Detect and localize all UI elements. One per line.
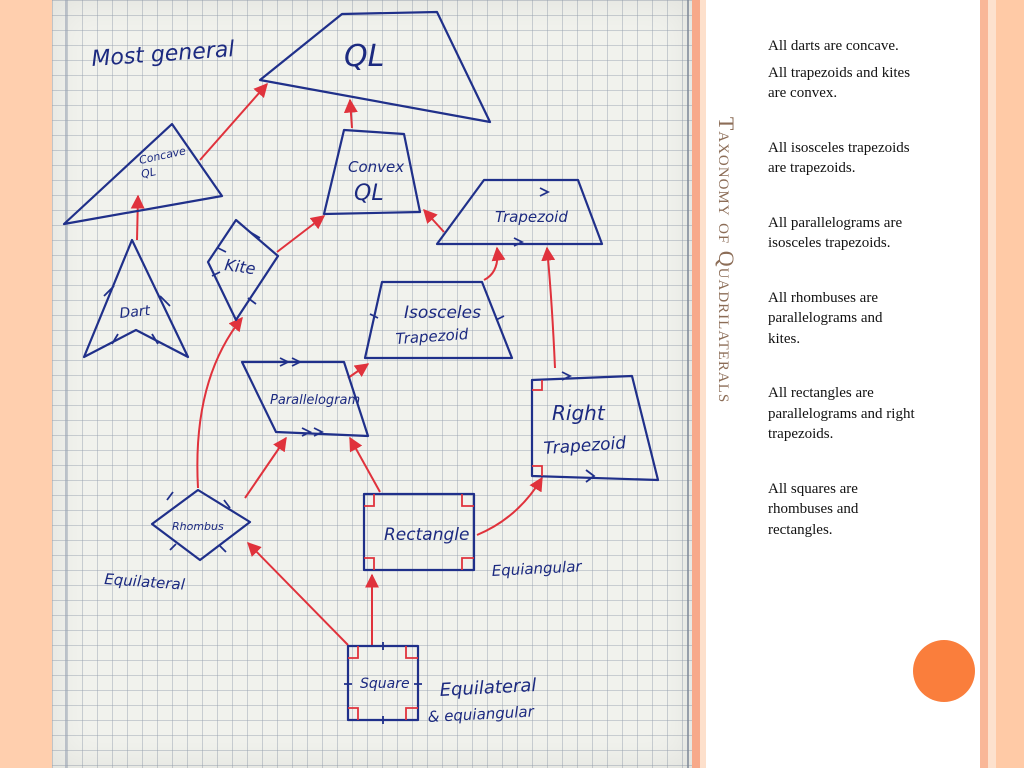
arrow-rectangle-to-parallelogram — [349, 436, 381, 493]
ql-shape — [258, 10, 492, 124]
border-strip — [988, 0, 996, 768]
text-panel: Taxonomy of Quadrilaterals All darts are… — [706, 0, 980, 768]
trapezoid-arrow-marks — [513, 187, 551, 247]
parallelogram-arrow-marks — [279, 357, 325, 437]
arrow-concave-to-ql — [199, 82, 268, 161]
parallelogram-shape — [240, 360, 370, 438]
arrow-rectangle-to-right — [476, 476, 543, 536]
square-equiangular-note: & equiangular — [427, 702, 535, 726]
dart-shape — [82, 238, 190, 359]
ql-label: QL — [344, 39, 384, 74]
right-trapezoid-shape — [530, 374, 660, 482]
rectangle-shape — [362, 492, 476, 572]
square-right-angle-marks — [348, 646, 418, 720]
fact-item: All squares are rhombuses and rectangles… — [768, 480, 859, 538]
isosceles-trapezoid-label: Trapezoid — [395, 325, 469, 348]
slide-title: Taxonomy of Quadrilaterals — [714, 116, 739, 404]
arrow-kite-to-convex — [276, 215, 326, 253]
arrow-trapezoid-to-convex — [423, 208, 445, 233]
fact-item: All darts are concave. — [768, 38, 899, 54]
concave-ql-label: QL — [140, 165, 157, 181]
rhombus-shape — [150, 488, 252, 562]
parallelogram-label: Parallelogram — [270, 393, 360, 408]
arrow-rhombus-to-kite — [196, 316, 243, 489]
dart-label: Dart — [119, 303, 152, 322]
arrow-rhombus-to-parallelogram — [244, 436, 287, 499]
arrow-right-to-trapezoid — [541, 246, 556, 369]
dart-tick-marks — [103, 285, 171, 345]
fact-item: All trapezoids and kites are convex. — [768, 64, 911, 102]
rectangle-label: Rectangle — [384, 525, 469, 545]
isosceles-trapezoid-shape — [363, 280, 514, 360]
facts-list: All darts are concave. All trapezoids an… — [768, 36, 918, 540]
right-trapezoid-right-angle-marks — [532, 380, 543, 476]
border-strip — [996, 0, 1024, 768]
convex-ql-label: QL — [354, 181, 384, 206]
trapezoid-shape — [435, 178, 604, 246]
concave-ql-shape — [62, 122, 224, 226]
rhombus-label: Rhombus — [172, 520, 224, 533]
isosceles-tick-marks — [369, 313, 505, 321]
convex-label: Convex — [348, 158, 404, 176]
trapezoid-label: Trapezoid — [495, 208, 568, 226]
diagram-photo: Most general QL Concave QL Convex QL Tra… — [52, 0, 692, 768]
arrow-parallelogram-to-isosceles — [347, 363, 370, 379]
kite-label: Kite — [223, 255, 257, 278]
fact-item: All rectangles are parallelograms and ri… — [768, 385, 915, 442]
square-equilateral-note: Equilateral — [439, 675, 537, 701]
quadrilateral-taxonomy-diagram: Most general QL Concave QL Convex QL Tra… — [62, 0, 689, 768]
rhombus-tick-marks — [166, 491, 231, 553]
rectangle-right-angle-marks — [364, 494, 474, 570]
equiangular-note: Equiangular — [491, 557, 583, 580]
border-strip — [700, 0, 706, 768]
right-trapezoid-label: Trapezoid — [543, 433, 627, 459]
arrow-isosceles-to-trapezoid — [483, 246, 506, 281]
most-general-label: Most general — [91, 37, 236, 72]
fact-item: All isosceles trapezoids are trapezoids. — [768, 139, 910, 177]
kite-tick-marks — [211, 231, 261, 305]
square-tick-marks — [344, 642, 422, 724]
arrow-square-to-rhombus — [247, 542, 349, 646]
fact-item: All rhombuses are parallelograms and kit… — [768, 289, 883, 347]
border-strip — [980, 0, 988, 768]
right-trapezoid-arrow-marks — [561, 371, 596, 483]
equilateral-note: Equilateral — [104, 570, 187, 594]
isosceles-label: Isosceles — [404, 303, 481, 323]
fact-item: All parallelograms are isosceles trapezo… — [768, 214, 903, 252]
border-strip — [692, 0, 700, 768]
right-label: Right — [552, 401, 606, 425]
arrow-dart-to-concave — [130, 194, 145, 241]
square-label: Square — [360, 676, 410, 692]
convex-ql-shape — [322, 128, 422, 216]
kite-shape — [206, 218, 280, 322]
decorative-circle — [913, 640, 975, 702]
arrow-convex-to-ql — [343, 98, 358, 129]
